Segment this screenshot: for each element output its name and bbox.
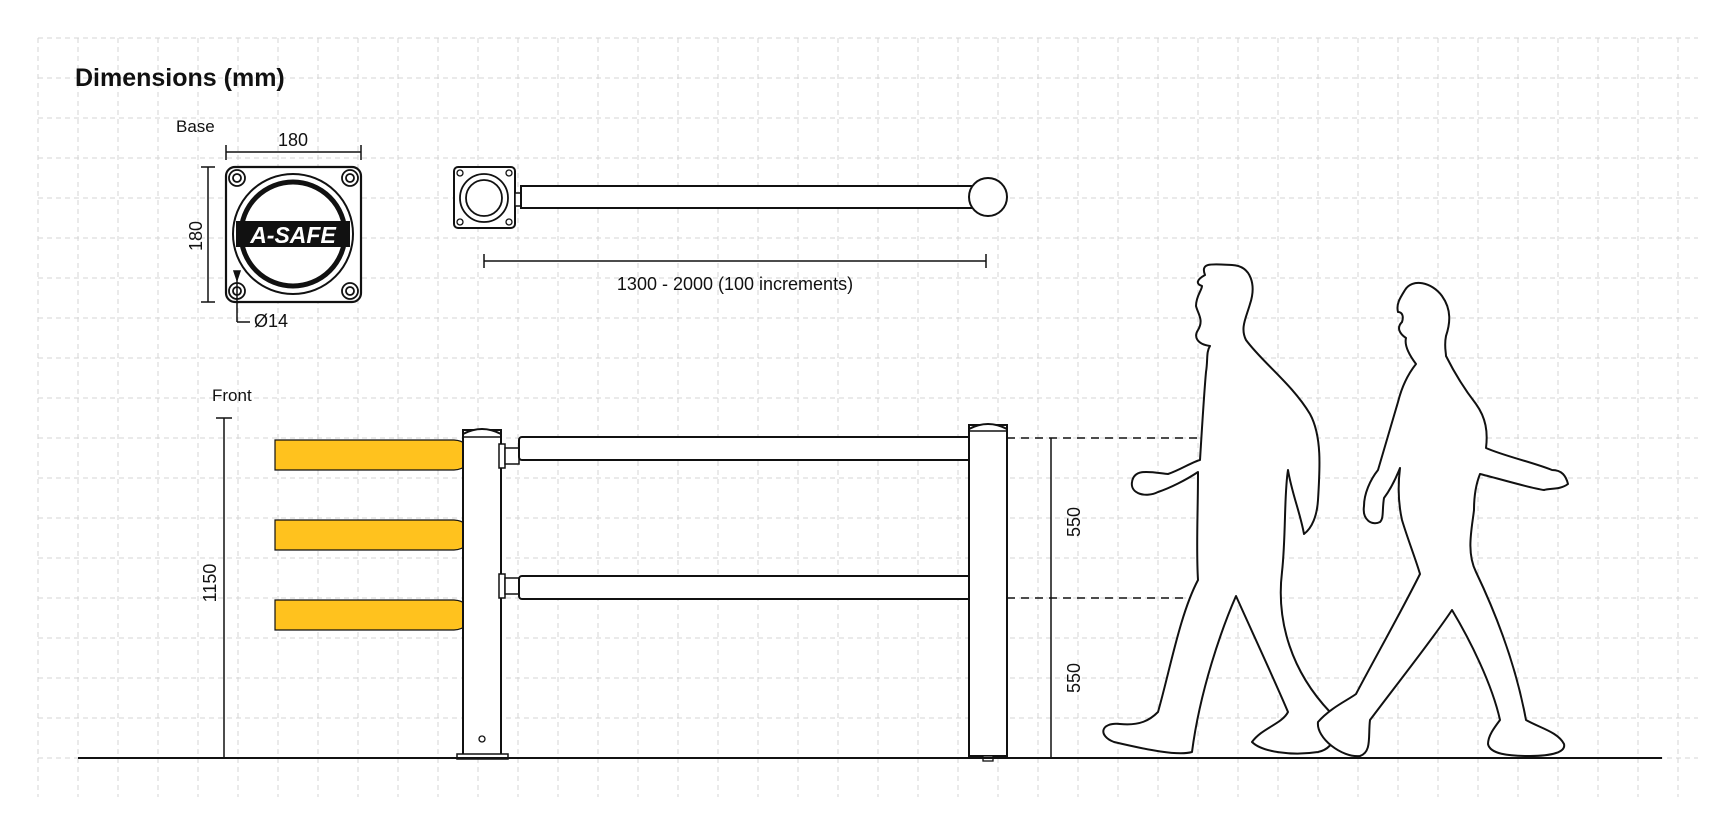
front-view: Front 1150	[78, 263, 1662, 762]
lower-rail-height-label: 550	[1064, 663, 1084, 693]
base-height-label: 180	[186, 221, 206, 251]
bolt-hole-inner	[232, 173, 242, 183]
logo-band	[236, 221, 350, 247]
hole-diameter-label: Ø14	[254, 311, 288, 331]
length-dimension	[483, 254, 987, 268]
hinge-plate	[498, 573, 506, 599]
bolt-hole-inner	[345, 173, 355, 183]
hinge-block	[504, 577, 520, 595]
yellow-rail-middle	[274, 519, 469, 551]
base-label: Base	[176, 117, 215, 136]
base-plate-view: Base 180 180 A-SAFE	[176, 117, 363, 331]
yellow-barrier-rails	[274, 439, 469, 631]
base-width-label: 180	[278, 130, 308, 150]
hinge-plate	[498, 443, 506, 469]
bolt-hole-inner	[345, 286, 355, 296]
yellow-rail-top	[274, 439, 469, 471]
logo-text: A-SAFE	[249, 222, 336, 248]
top-post-inner	[465, 179, 503, 217]
front-label: Front	[212, 386, 252, 405]
top-post-ring	[459, 173, 509, 223]
page-title: Dimensions (mm)	[75, 64, 285, 92]
gate-rail-upper	[518, 436, 973, 461]
top-view: 1300 - 2000 (100 increments)	[453, 166, 1008, 294]
hole-leader	[232, 270, 250, 323]
yellow-rail-bottom	[274, 599, 469, 631]
base-width-dimension	[225, 145, 362, 160]
length-label: 1300 - 2000 (100 increments)	[617, 274, 853, 294]
gate-hinges	[498, 443, 520, 599]
base-outer-ring	[232, 173, 354, 295]
gate-rails	[518, 436, 973, 600]
right-post	[968, 423, 1008, 762]
walking-man-figure	[1102, 263, 1337, 755]
hinge-block	[504, 447, 520, 465]
top-bolts	[456, 169, 513, 226]
top-rail-end-cap	[968, 177, 1008, 217]
overall-height-label: 1150	[200, 564, 220, 603]
bolt-holes	[228, 169, 359, 300]
left-post	[456, 428, 509, 760]
top-rail	[520, 185, 974, 209]
walking-woman-figure	[1316, 281, 1569, 758]
base-height-dimension	[201, 166, 215, 303]
upper-rail-height-label: 550	[1064, 507, 1084, 537]
rail-height-dimensions	[1007, 437, 1205, 758]
overall-height-dimension	[216, 417, 232, 758]
gate-rail-lower	[518, 575, 973, 600]
top-base-plate	[453, 166, 516, 229]
